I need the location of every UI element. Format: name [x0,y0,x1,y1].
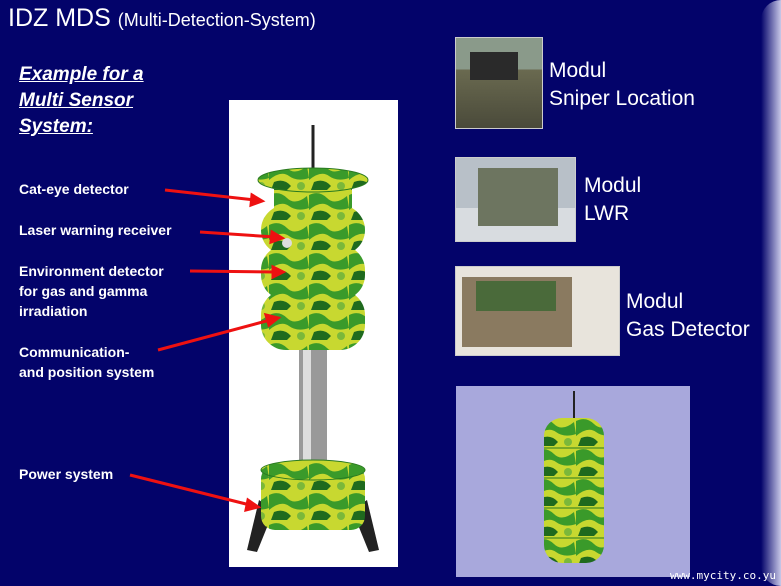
photo-gas-detector [455,266,620,356]
label-line: for gas and gamma [19,283,148,299]
label-line: Environment detector [19,263,164,279]
title-main: IDZ MDS [8,4,111,32]
module-name: Sniper Location [549,87,695,110]
photo-lwr [455,157,576,242]
device-render-small [456,386,690,577]
section-heading: Example for a Multi Sensor System: [19,62,144,140]
heading-line: Multi Sensor [19,90,134,111]
heading-line: System: [19,116,93,137]
heading-line: Example for a [19,64,144,85]
title-sub: (Multi-Detection-System) [117,10,316,30]
label-laser-warning: Laser warning receiver [19,222,172,238]
module-label: Modul [584,174,642,197]
small-sensor-drawing [544,391,604,563]
module-label: Modul [549,59,607,82]
sensor-mast-drawing [247,125,379,552]
label-cat-eye: Cat-eye detector [19,181,129,197]
watermark: www.mycity.co.yu [670,569,776,582]
slide-edge-decoration [761,0,781,586]
label-communication: Communication- and position system [19,342,154,382]
label-power: Power system [19,466,114,482]
label-line: irradiation [19,303,88,319]
label-environment: Environment detector for gas and gamma i… [19,261,164,321]
module-label: Modul [626,290,684,313]
module-name: Gas Detector [626,318,750,341]
label-line: Communication- [19,344,130,360]
photo-sniper-location [455,37,543,129]
label-line: and position system [19,364,155,380]
module-name: LWR [584,202,630,225]
slide-title: IDZ MDS (Multi-Detection-System) [8,4,316,33]
device-illustration [229,100,398,567]
